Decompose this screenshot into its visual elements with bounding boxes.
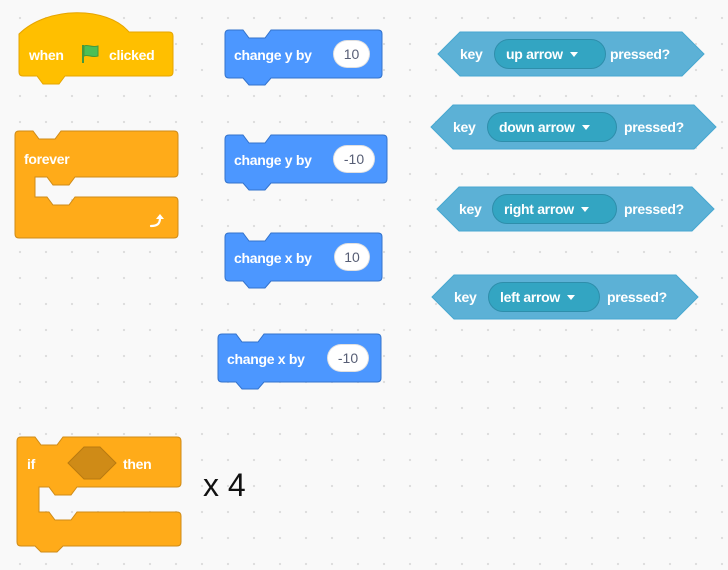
forever-block-shape — [14, 130, 179, 239]
key-label: key — [460, 46, 483, 62]
forever-label: forever — [24, 151, 70, 167]
key-dropdown-value: down arrow — [499, 119, 575, 135]
value-input[interactable]: -10 — [333, 145, 375, 173]
loop-arrow-icon — [149, 214, 164, 228]
key-dropdown[interactable]: left arrow — [488, 282, 600, 312]
key-dropdown[interactable]: down arrow — [487, 112, 617, 142]
repeat-count-annotation: x 4 — [203, 467, 246, 503]
clicked-label: clicked — [109, 47, 155, 63]
key-dropdown-value: right arrow — [504, 201, 574, 217]
dropdown-arrow-icon — [569, 51, 578, 57]
value-input[interactable]: 10 — [334, 243, 370, 271]
key-label: key — [459, 201, 482, 217]
pressed-label: pressed? — [607, 289, 667, 305]
pressed-label: pressed? — [624, 201, 684, 217]
key-label: key — [454, 289, 477, 305]
value-input[interactable]: -10 — [327, 344, 369, 372]
when-label: when — [29, 47, 64, 63]
if-label: if — [27, 456, 35, 472]
dropdown-arrow-icon — [567, 294, 576, 300]
key-label: key — [453, 119, 476, 135]
key-pressed-block[interactable]: key right arrow pressed? — [436, 186, 715, 232]
change-x-by-label: change x by — [234, 250, 312, 266]
boolean-input-slot[interactable] — [67, 446, 117, 480]
key-pressed-block[interactable]: key down arrow pressed? — [430, 104, 717, 150]
if-then-block[interactable]: if then — [16, 436, 182, 553]
then-label: then — [123, 456, 152, 472]
change-x-by-block[interactable]: change x by 10 — [224, 232, 383, 289]
value-input[interactable]: 10 — [333, 40, 370, 68]
key-pressed-block[interactable]: key left arrow pressed? — [431, 274, 699, 320]
dropdown-arrow-icon — [580, 206, 589, 212]
pressed-label: pressed? — [624, 119, 684, 135]
if-block-shape — [16, 436, 182, 553]
key-dropdown[interactable]: right arrow — [492, 194, 617, 224]
change-x-by-block[interactable]: change x by -10 — [217, 333, 382, 390]
change-y-by-label: change y by — [234, 47, 312, 63]
change-y-by-block[interactable]: change y by 10 — [224, 29, 383, 86]
pressed-label: pressed? — [610, 46, 670, 62]
green-flag-icon — [82, 44, 99, 63]
dropdown-arrow-icon — [581, 124, 590, 130]
change-y-by-block[interactable]: change y by -10 — [224, 134, 388, 191]
forever-block[interactable]: forever — [14, 130, 179, 243]
key-dropdown[interactable]: up arrow — [494, 39, 606, 69]
key-dropdown-value: up arrow — [506, 46, 563, 62]
key-dropdown-value: left arrow — [500, 289, 561, 305]
change-x-by-label: change x by — [227, 351, 305, 367]
key-pressed-block[interactable]: key up arrow pressed? — [437, 31, 705, 77]
change-y-by-label: change y by — [234, 152, 312, 168]
when-flag-clicked-block[interactable]: when clicked — [18, 12, 174, 92]
